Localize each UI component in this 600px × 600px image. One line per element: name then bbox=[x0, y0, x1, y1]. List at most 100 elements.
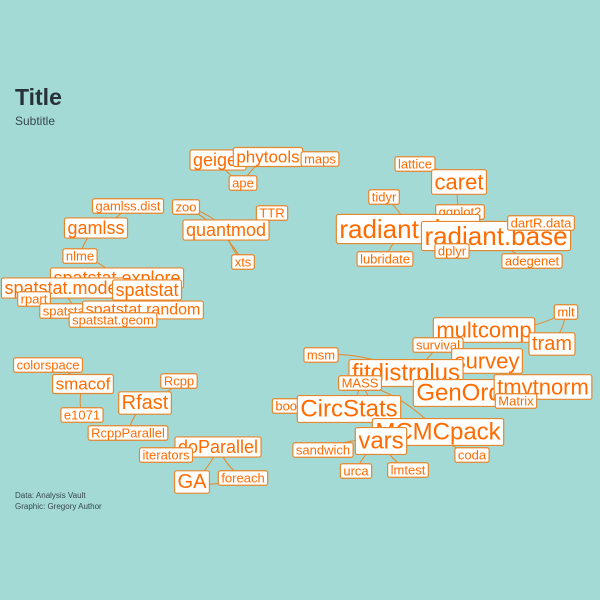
node-label: msm bbox=[307, 348, 335, 363]
node-box bbox=[68, 312, 158, 328]
node-nlme[interactable]: nlme bbox=[62, 248, 98, 264]
node-foreach[interactable]: foreach bbox=[217, 470, 269, 486]
node-colorspace[interactable]: colorspace bbox=[12, 357, 84, 373]
node-label: foreach bbox=[221, 471, 264, 486]
node-box bbox=[111, 279, 183, 301]
node-label: sandwich bbox=[296, 443, 350, 458]
node-box bbox=[118, 391, 172, 415]
node-label: gamlss bbox=[67, 218, 124, 238]
node-box bbox=[17, 291, 51, 307]
node-rfast[interactable]: Rfast bbox=[118, 391, 172, 415]
node-caret[interactable]: caret bbox=[430, 169, 488, 195]
node-rcpp[interactable]: Rcpp bbox=[160, 373, 198, 389]
caption: Data: Analysis Vault Graphic: Gregory Au… bbox=[15, 490, 102, 512]
node-label: smacof bbox=[56, 375, 111, 394]
node-msm[interactable]: msm bbox=[303, 347, 339, 363]
node-label: tidyr bbox=[372, 190, 397, 205]
node-geiger[interactable]: geiger bbox=[189, 149, 247, 171]
node-label: rpart bbox=[21, 292, 48, 307]
node-spatstat[interactable]: spatstat bbox=[111, 279, 183, 301]
node-label: Matrix bbox=[498, 394, 534, 409]
node-mlt[interactable]: mlt bbox=[553, 304, 579, 320]
node-iterators[interactable]: iterators bbox=[138, 447, 194, 463]
node-label: nlme bbox=[66, 249, 94, 264]
node-gamlss-dist[interactable]: gamlss.dist bbox=[91, 198, 165, 214]
node-label: quantmod bbox=[186, 220, 266, 240]
node-xts[interactable]: xts bbox=[231, 254, 255, 270]
node-dplyr[interactable]: dplyr bbox=[434, 243, 470, 259]
node-boot[interactable]: boot bbox=[271, 398, 305, 414]
node-lmtest[interactable]: lmtest bbox=[387, 462, 429, 478]
node-box bbox=[412, 337, 464, 353]
node-box bbox=[394, 156, 436, 172]
node-box bbox=[171, 199, 201, 215]
node-box bbox=[138, 447, 194, 463]
node-quantmod[interactable]: quantmod bbox=[182, 219, 270, 241]
node-box bbox=[368, 189, 400, 205]
node-box bbox=[182, 219, 270, 241]
node-box bbox=[430, 169, 488, 195]
node-smacof[interactable]: smacof bbox=[52, 373, 114, 395]
node-box bbox=[434, 243, 470, 259]
node-ttr[interactable]: TTR bbox=[255, 205, 289, 221]
node-survival[interactable]: survival bbox=[412, 337, 464, 353]
node-box bbox=[12, 357, 84, 373]
node-box bbox=[292, 442, 354, 458]
node-box bbox=[337, 375, 383, 391]
node-box bbox=[501, 253, 563, 269]
node-ga[interactable]: GA bbox=[173, 470, 211, 494]
node-adegenet[interactable]: adegenet bbox=[501, 253, 563, 269]
node-box bbox=[507, 215, 575, 231]
node-zoo[interactable]: zoo bbox=[171, 199, 201, 215]
node-box bbox=[231, 254, 255, 270]
node-label: adegenet bbox=[505, 254, 560, 269]
node-mass[interactable]: MASS bbox=[337, 375, 383, 391]
node-box bbox=[217, 470, 269, 486]
node-label: geiger bbox=[193, 150, 243, 170]
node-box bbox=[454, 447, 490, 463]
node-label: zoo bbox=[176, 200, 197, 215]
node-box bbox=[300, 151, 340, 167]
node-doparallel[interactable]: doParallel bbox=[174, 436, 262, 458]
node-box bbox=[62, 248, 98, 264]
node-box bbox=[553, 304, 579, 320]
node-box bbox=[528, 332, 576, 356]
node-box bbox=[63, 217, 129, 239]
node-tram[interactable]: tram bbox=[528, 332, 576, 356]
node-label: GenOrd bbox=[416, 380, 501, 407]
node-rcppparallel[interactable]: RcppParallel bbox=[87, 425, 169, 441]
node-label: survival bbox=[416, 338, 460, 353]
node-label: gamlss.dist bbox=[95, 199, 160, 214]
caption-source: Data: Analysis Vault bbox=[15, 491, 86, 500]
node-rpart[interactable]: rpart bbox=[17, 291, 51, 307]
node-e1071[interactable]: e1071 bbox=[60, 407, 104, 423]
node-gamlss[interactable]: gamlss bbox=[63, 217, 129, 239]
node-label: maps bbox=[304, 152, 336, 167]
node-lubridate[interactable]: lubridate bbox=[356, 251, 414, 267]
node-sandwich[interactable]: sandwich bbox=[292, 442, 354, 458]
node-label: lattice bbox=[398, 157, 432, 172]
node-dartr-data[interactable]: dartR.data bbox=[507, 215, 575, 231]
node-genord[interactable]: GenOrd bbox=[412, 378, 506, 408]
node-label: Rfast bbox=[122, 392, 169, 414]
node-tidyr[interactable]: tidyr bbox=[368, 189, 400, 205]
node-urca[interactable]: urca bbox=[339, 463, 373, 479]
node-lattice[interactable]: lattice bbox=[394, 156, 436, 172]
node-label: mlt bbox=[557, 305, 575, 320]
node-survey[interactable]: survey bbox=[451, 348, 523, 374]
node-matrix[interactable]: Matrix bbox=[494, 393, 538, 409]
node-maps[interactable]: maps bbox=[300, 151, 340, 167]
node-coda[interactable]: coda bbox=[454, 447, 490, 463]
node-circstats[interactable]: CircStats bbox=[296, 394, 402, 424]
node-phytools[interactable]: phytools bbox=[232, 146, 304, 168]
node-spatstat-geom[interactable]: spatstat.geom bbox=[68, 312, 158, 328]
caption-credit: Graphic: Gregory Author bbox=[15, 502, 102, 511]
node-vars[interactable]: vars bbox=[354, 426, 408, 456]
node-label: dplyr bbox=[438, 244, 467, 259]
node-ape[interactable]: ape bbox=[228, 175, 258, 191]
node-label: ape bbox=[232, 176, 254, 191]
node-box bbox=[354, 426, 408, 456]
node-box bbox=[296, 394, 402, 424]
